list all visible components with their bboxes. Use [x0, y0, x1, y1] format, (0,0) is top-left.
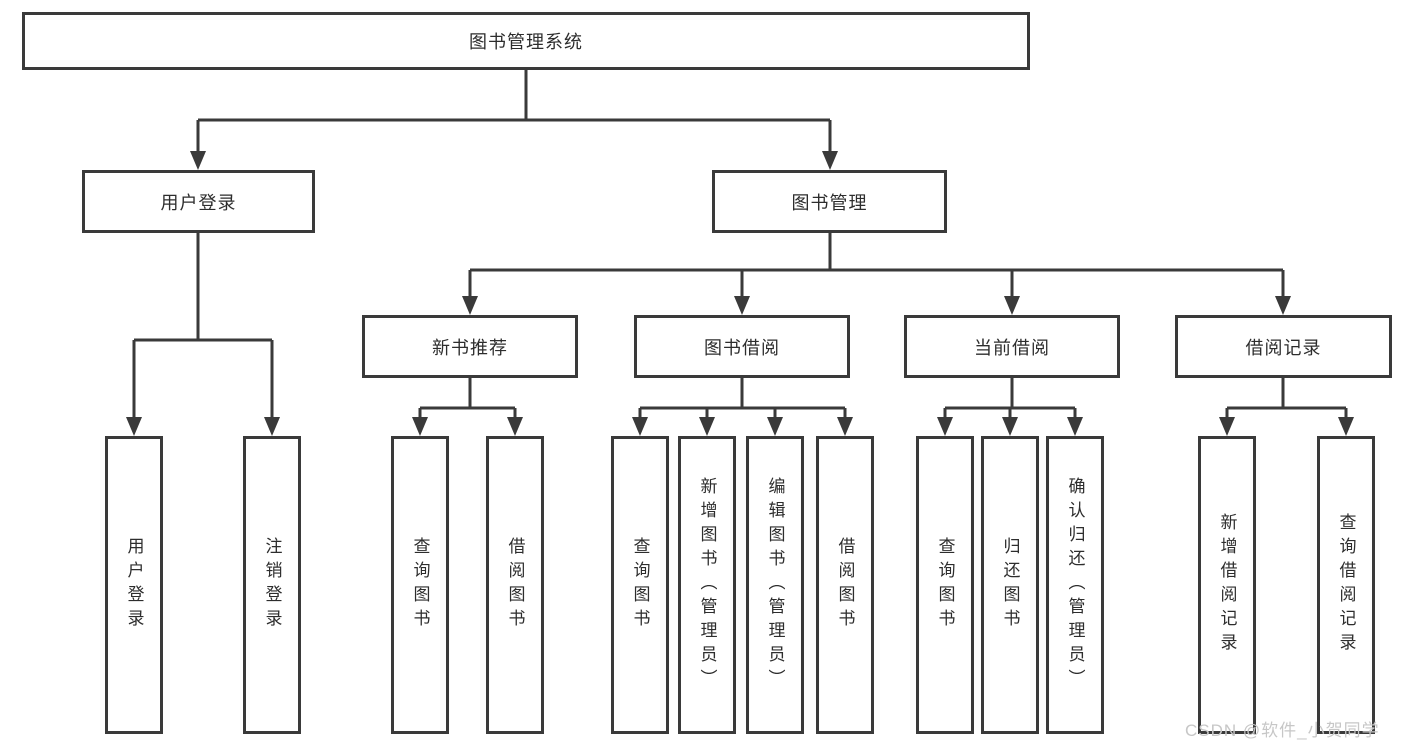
node-borrow-records: 借阅记录: [1175, 315, 1392, 378]
connector-book-borrow: [632, 378, 853, 436]
leaf-borrow-borrow: 借阅图书: [816, 436, 874, 734]
leaf-newbook-borrow: 借阅图书: [486, 436, 544, 734]
leaf-current-query: 查询图书: [916, 436, 974, 734]
node-book-borrow: 图书借阅: [634, 315, 850, 378]
leaf-current-confirm-admin: 确认归还（管理员）: [1046, 436, 1104, 734]
connector-current-borrow: [937, 378, 1083, 436]
leaf-borrow-add-admin: 新增图书（管理员）: [678, 436, 736, 734]
leaf-logout: 注销登录: [243, 436, 301, 734]
connector-new-books: [412, 378, 523, 436]
leaf-borrow-query: 查询图书: [611, 436, 669, 734]
leaf-record-query: 查询借阅记录: [1317, 436, 1375, 734]
leaf-newbook-query: 查询图书: [391, 436, 449, 734]
leaf-record-add: 新增借阅记录: [1198, 436, 1256, 734]
node-user-login: 用户登录: [82, 170, 315, 233]
node-current-borrow: 当前借阅: [904, 315, 1120, 378]
csdn-watermark: CSDN @软件_小贺同学: [1185, 721, 1380, 740]
node-new-books: 新书推荐: [362, 315, 578, 378]
node-book-mgmt: 图书管理: [712, 170, 947, 233]
leaf-user-login: 用户登录: [105, 436, 163, 734]
connector-root: [190, 70, 838, 170]
leaf-current-return: 归还图书: [981, 436, 1039, 734]
node-library-system: 图书管理系统: [22, 12, 1030, 70]
leaf-borrow-edit-admin: 编辑图书（管理员）: [746, 436, 804, 734]
connector-borrow-records: [1219, 378, 1354, 436]
connector-user-login: [126, 233, 280, 436]
connector-book-mgmt: [462, 233, 1291, 315]
